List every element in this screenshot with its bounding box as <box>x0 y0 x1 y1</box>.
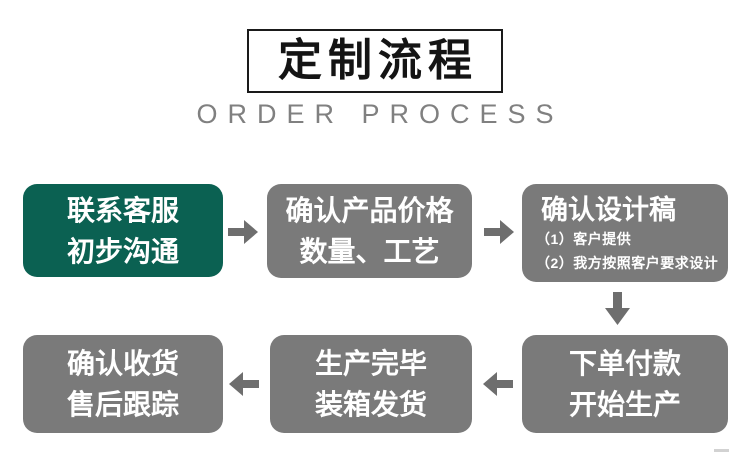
step-item: （1）客户提供 <box>536 231 632 247</box>
step-production-shipping: 生产完毕 装箱发货 <box>270 335 472 433</box>
step-title: 确认设计稿 <box>541 195 676 225</box>
step-line: 确认产品价格 <box>285 195 454 226</box>
step-line: 生产完毕 <box>314 348 427 379</box>
step-line: 下单付款 <box>568 348 681 379</box>
step-contact-service: 联系客服 初步沟通 <box>23 184 223 277</box>
arrow-left-icon <box>482 371 513 397</box>
corner-artifact <box>714 449 729 452</box>
arrow-right-icon <box>484 219 515 245</box>
step-confirm-price: 确认产品价格 数量、工艺 <box>267 184 472 278</box>
step-line: 数量、工艺 <box>299 236 440 267</box>
subtitle: ORDER PROCESS <box>196 99 564 129</box>
arrow-left-icon <box>228 371 259 397</box>
page-title: 定制流程 <box>278 36 478 85</box>
step-order-payment: 下单付款 开始生产 <box>522 335 728 433</box>
title-box: 定制流程 <box>247 29 503 93</box>
step-line: 售后跟踪 <box>66 389 179 420</box>
step-line: 联系客服 <box>66 194 179 226</box>
arrow-right-icon <box>228 219 259 245</box>
step-line: 初步沟通 <box>66 235 179 267</box>
step-line: 开始生产 <box>568 389 681 420</box>
step-line: 装箱发货 <box>314 389 427 420</box>
arrow-down-icon <box>604 292 631 326</box>
step-receipt-aftersales: 确认收货 售后跟踪 <box>23 335 223 433</box>
step-item: （2）我方按照客户要求设计 <box>536 255 719 271</box>
step-confirm-design: 确认设计稿 （1）客户提供 （2）我方按照客户要求设计 <box>522 184 728 282</box>
step-line: 确认收货 <box>66 348 179 379</box>
